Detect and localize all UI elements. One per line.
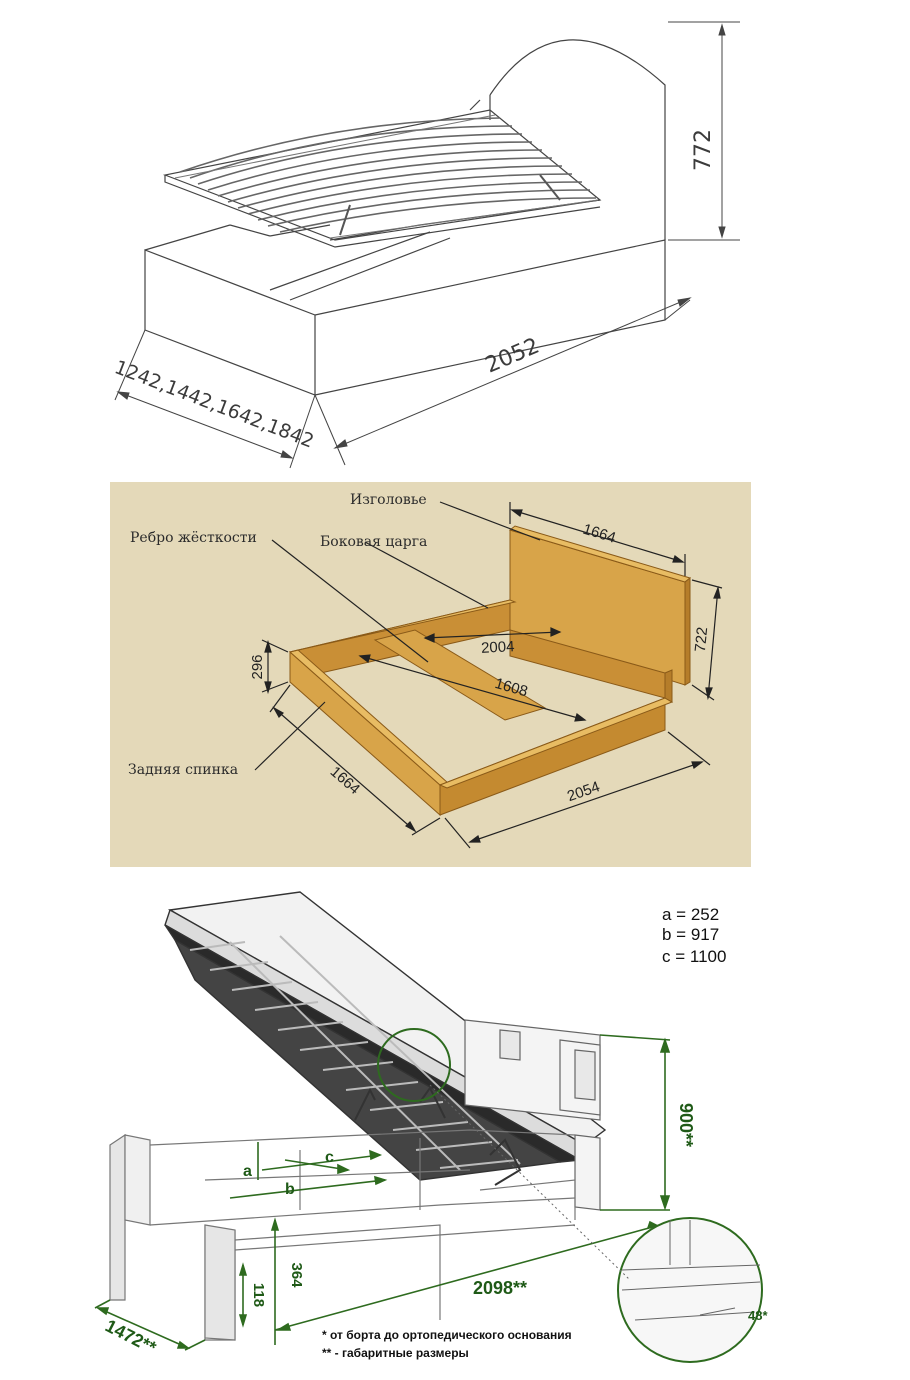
label-back: Задняя спинка bbox=[128, 762, 238, 778]
bottom-bed-svg: a = 252 b = 917 c = 1100 a b c 900** 147… bbox=[94, 891, 768, 1363]
detail-zoom bbox=[429, 1084, 761, 1321]
middle-dim-lines bbox=[254, 501, 723, 849]
legend-b: b = 917 bbox=[662, 925, 719, 944]
dim-length-lines bbox=[314, 297, 692, 466]
dim-head-height: 722 bbox=[692, 626, 712, 653]
label-rib: Ребро жёсткости bbox=[130, 530, 257, 546]
dim-364: 364 bbox=[288, 1262, 305, 1288]
dim-length: 2098** bbox=[473, 1278, 527, 1298]
green-dims bbox=[94, 1034, 671, 1351]
middle-frame-svg: Изголовье Ребро жёсткости Боковая царга … bbox=[110, 482, 751, 867]
dim-118: 118 bbox=[250, 1283, 267, 1307]
dim-angle: 48* bbox=[748, 1308, 768, 1323]
dim-height: 900** bbox=[676, 1103, 696, 1147]
letter-b: b bbox=[285, 1181, 295, 1198]
bottom-bed-drawing: a = 252 b = 917 c = 1100 a b c 900** 147… bbox=[0, 880, 910, 1380]
bottom-headboard bbox=[464, 1019, 601, 1211]
dim-height-lines bbox=[668, 21, 740, 241]
height-dim: 772 bbox=[691, 129, 716, 171]
slats bbox=[179, 117, 597, 233]
gas-lifts bbox=[339, 174, 561, 236]
label-headboard: Изголовье bbox=[350, 492, 427, 508]
dim-width-lines bbox=[114, 329, 316, 469]
middle-frame-diagram: Изголовье Ребро жёсткости Боковая царга … bbox=[0, 480, 910, 880]
legend-a: a = 252 bbox=[662, 905, 719, 924]
legend-c: c = 1100 bbox=[662, 947, 726, 966]
dim-side-height: 296 bbox=[249, 654, 266, 679]
length-dim: 2052 bbox=[482, 334, 543, 379]
width-dims: 1242,1442,1642,1842 bbox=[111, 356, 316, 452]
dim-inner-length: 2004 bbox=[481, 638, 515, 657]
letter-c: c bbox=[325, 1149, 334, 1166]
lift-mechanisms bbox=[354, 1086, 522, 1186]
detail-circles bbox=[377, 1028, 763, 1363]
note-2: ** - габаритные размеры bbox=[322, 1346, 469, 1360]
note-1: * от борта до ортопедического основания bbox=[322, 1328, 572, 1342]
letter-a: a bbox=[243, 1163, 252, 1180]
label-side-rail: Боковая царга bbox=[320, 534, 427, 550]
top-bed-drawing: 772 2052 1242,1442,1642,1842 bbox=[0, 0, 910, 480]
top-bed-svg: 772 2052 1242,1442,1642,1842 bbox=[111, 21, 740, 469]
frame-rails bbox=[174, 114, 599, 239]
bottom-base bbox=[109, 1129, 576, 1341]
